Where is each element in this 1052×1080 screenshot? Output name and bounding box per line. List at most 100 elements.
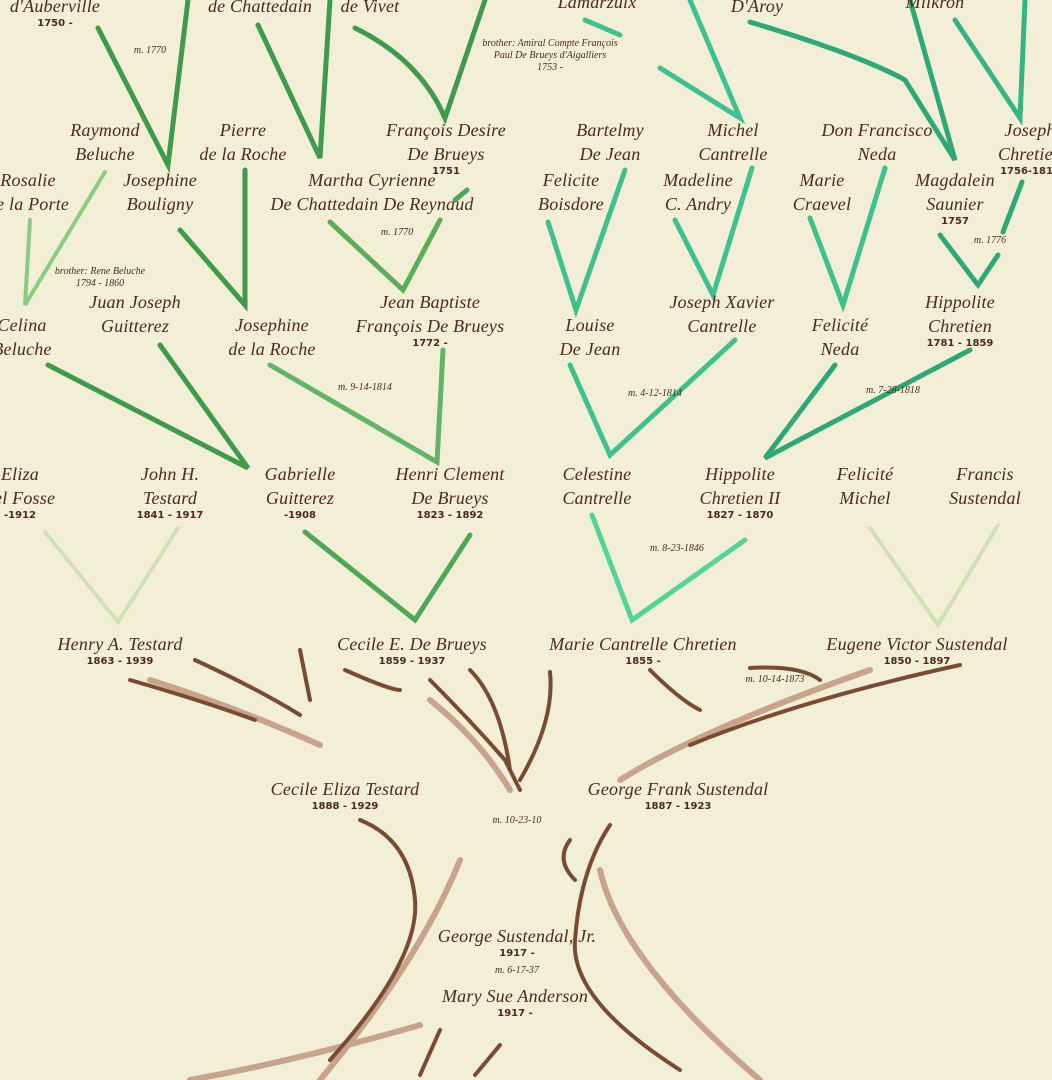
person-entry: FrancisSustendal <box>949 462 1021 510</box>
person-entry: FelicitéMichel <box>837 462 894 510</box>
note-line: m. 6-17-37 <box>495 965 539 977</box>
person-name: Marie <box>793 168 851 192</box>
person-name: de Chattedain <box>208 0 312 18</box>
person-name: de la Roche <box>228 337 315 361</box>
person-name: Joseph Xavier <box>669 290 774 314</box>
person-name: Cantrelle <box>669 314 774 338</box>
person-entry: MarieCraevel <box>793 168 851 216</box>
note-line: m. 8-23-1846 <box>650 543 704 555</box>
branch <box>765 350 970 458</box>
note-line: m. 9-14-1814 <box>338 382 392 394</box>
branch <box>585 20 620 35</box>
person-name: Lamarzuix <box>558 0 637 14</box>
person-name: George Sustendal, Jr. <box>438 924 597 948</box>
person-name: Craevel <box>793 192 851 216</box>
person-entry: Don FranciscoNeda <box>821 118 932 166</box>
person-entry: LouiseDe Jean <box>560 313 621 361</box>
annotation-note: m. 4-12-1814 <box>628 388 682 400</box>
annotation-note: m. 1776 <box>974 235 1006 247</box>
person-entry: HippoliteChretien1781 - 1859 <box>925 290 995 350</box>
person-dates: -1912 <box>0 510 55 522</box>
person-name: Neda <box>821 142 932 166</box>
person-dates: 1863 - 1939 <box>57 656 182 668</box>
person-name: Gabrielle <box>265 462 336 486</box>
person-entry: Jean BaptisteFrançois De Brueys1772 - <box>356 290 505 350</box>
person-entry: JosephChretien1756-1815 <box>998 118 1052 178</box>
person-name: Rosalie <box>0 168 69 192</box>
person-entry: CelestineCantrelle <box>562 462 631 510</box>
annotation-note: m. 1770 <box>381 227 413 239</box>
note-line: m. 1770 <box>134 45 166 57</box>
person-name: Mary Sue Anderson <box>442 984 588 1008</box>
person-entry: Rosaliede la Porte <box>0 168 69 216</box>
person-entry: de Vivet <box>341 0 400 18</box>
person-name: Chretien <box>925 314 995 338</box>
note-line: m. 10-23-10 <box>493 815 542 827</box>
branch <box>870 525 998 625</box>
person-entry: de Chattedain <box>208 0 312 18</box>
person-entry: FeliciteBoisdore <box>538 168 604 216</box>
person-name: Michel <box>698 118 767 142</box>
person-name: C. Andry <box>663 192 733 216</box>
person-name: Magdalein <box>915 168 995 192</box>
person-dates: 1823 - 1892 <box>395 510 504 522</box>
person-name: Bouligny <box>123 192 197 216</box>
annotation-note: m. 10-14-1873 <box>746 674 805 686</box>
person-name: Cantrelle <box>562 486 631 510</box>
person-name: Hippolite <box>699 462 780 486</box>
person-name: Josephine <box>123 168 197 192</box>
person-name: Guitterez <box>89 314 181 338</box>
person-entry: Juan JosephGuitterez <box>89 290 181 338</box>
person-name: Juan Joseph <box>89 290 181 314</box>
person-name: Raymond <box>70 118 139 142</box>
person-name: Sustendal <box>949 486 1021 510</box>
person-dates: 1750 - <box>10 18 100 30</box>
person-entry: MagdaleinSaunier1757 <box>915 168 995 228</box>
branch <box>45 528 178 622</box>
person-dates: 1756-1815 <box>998 166 1052 178</box>
person-entry: D'Aroy <box>731 0 783 18</box>
person-entry: GabrielleGuitterez-1908 <box>265 462 336 522</box>
person-entry: Marie Cantrelle Chretien1855 - <box>549 632 736 668</box>
person-name: Joseph <box>998 118 1052 142</box>
person-entry: HippoliteChretien II1827 - 1870 <box>699 462 780 522</box>
person-entry: Lamarzuix <box>558 0 637 14</box>
person-name: Henri Clement <box>395 462 504 486</box>
person-entry: d'Auberville1750 - <box>10 0 100 30</box>
person-dates: 1772 - <box>356 338 505 350</box>
person-dates: 1781 - 1859 <box>925 338 995 350</box>
note-line: brother: Rene Beluche <box>55 266 145 278</box>
person-entry: Elizadel Fosse-1912 <box>0 462 55 522</box>
annotation-note: m. 10-23-10 <box>493 815 542 827</box>
person-entry: Pierrede la Roche <box>199 118 286 166</box>
person-name: De Brueys <box>386 142 506 166</box>
person-name: d'Auberville <box>10 0 100 18</box>
person-name: John H. <box>137 462 204 486</box>
annotation-note: m. 8-23-1846 <box>650 543 704 555</box>
person-name: Cecile E. De Brueys <box>337 632 487 656</box>
note-line: 1794 - 1860 <box>55 278 145 290</box>
person-name: François De Brueys <box>356 314 505 338</box>
person-name: Beluche <box>70 142 139 166</box>
person-entry: Mary Sue Anderson1917 - <box>442 984 588 1020</box>
person-dates: 1859 - 1937 <box>337 656 487 668</box>
person-name: Hippolite <box>925 290 995 314</box>
annotation-note: brother: Rene Beluche1794 - 1860 <box>55 266 145 290</box>
person-name: Felicite <box>538 168 604 192</box>
person-entry: Eugene Victor Sustendal1850 - 1897 <box>826 632 1007 668</box>
annotation-note: m. 6-17-37 <box>495 965 539 977</box>
note-line: m. 10-14-1873 <box>746 674 805 686</box>
person-entry: RaymondBeluche <box>70 118 139 166</box>
person-name: Celestine <box>562 462 631 486</box>
person-name: Bartelmy <box>576 118 644 142</box>
person-name: Pierre <box>199 118 286 142</box>
person-entry: CelinaBeluche <box>0 313 52 361</box>
person-name: De Jean <box>576 142 644 166</box>
note-line: m. 4-12-1814 <box>628 388 682 400</box>
annotation-note: m. 1770 <box>134 45 166 57</box>
person-name: Celina <box>0 313 52 337</box>
person-name: Francis <box>949 462 1021 486</box>
annotation-note: m. 7-28-1818 <box>866 385 920 397</box>
person-name: De Brueys <box>395 486 504 510</box>
person-name: Chretien <box>998 142 1052 166</box>
